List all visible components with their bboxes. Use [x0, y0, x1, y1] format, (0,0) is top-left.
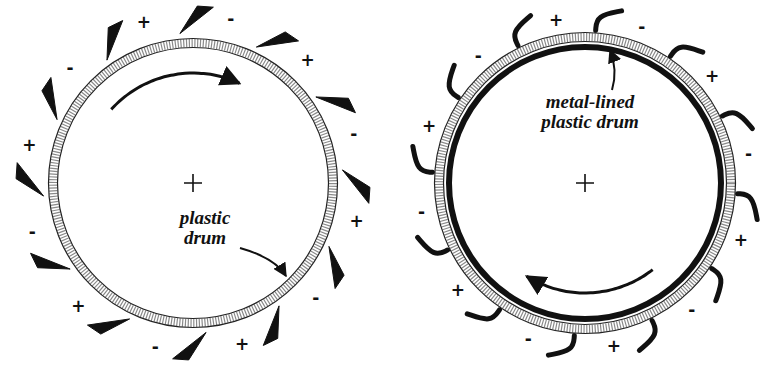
- drum-edge: [49, 39, 338, 328]
- polarity-sign: -: [67, 60, 74, 77]
- polarity-sign: +: [137, 14, 151, 31]
- polarity-sign: -: [475, 47, 482, 64]
- rotation-arrow: [527, 270, 653, 293]
- hook-electrode: [467, 310, 499, 319]
- wedge-electrode: [31, 253, 71, 269]
- polarity-sign: +: [705, 68, 719, 85]
- wedge-electrode: [342, 170, 370, 203]
- wedge-electrode: [87, 319, 129, 334]
- drum-edge: [444, 42, 727, 325]
- hook-electrode: [515, 16, 531, 46]
- rotation-arrow: [111, 73, 239, 109]
- wedge-electrode: [42, 77, 57, 119]
- polarity-sign: -: [312, 289, 319, 306]
- polarity-sign: -: [152, 338, 159, 355]
- hook-electrode: [413, 146, 433, 172]
- polarity-sign: +: [235, 335, 249, 352]
- drum-edge: [435, 33, 736, 334]
- center-mark: [184, 174, 202, 192]
- drum-label: plastic drum: [170, 208, 240, 248]
- polarity-sign: +: [549, 11, 563, 28]
- wedge-electrode: [256, 32, 298, 47]
- wedge-electrode: [173, 332, 206, 360]
- polarity-sign: -: [525, 330, 532, 347]
- hook-electrode: [418, 237, 448, 253]
- drum-label: metal-lined plastic drum: [530, 92, 650, 132]
- hook-electrode: [596, 11, 622, 31]
- polarity-sign: -: [638, 19, 645, 36]
- drum-edge: [58, 48, 329, 319]
- polarity-sign: +: [607, 338, 621, 355]
- hook-electrode: [449, 65, 458, 97]
- polarity-sign: -: [418, 203, 425, 220]
- polarity-sign: -: [227, 11, 234, 28]
- polarity-sign: -: [29, 224, 36, 241]
- center-mark: [576, 174, 594, 192]
- wedge-electrode: [263, 306, 279, 346]
- metal-lining: [449, 47, 721, 319]
- wedge-electrode: [107, 21, 123, 61]
- drum-hatching: [439, 37, 731, 329]
- polarity-sign: +: [422, 118, 436, 135]
- polarity-sign: -: [688, 302, 695, 319]
- hook-electrode: [712, 269, 721, 301]
- hook-electrode: [738, 194, 758, 220]
- polarity-sign: +: [350, 212, 364, 229]
- leader-line: [240, 248, 286, 276]
- drum-hatching: [53, 43, 333, 323]
- hook-electrode: [548, 336, 574, 356]
- polarity-sign: +: [451, 281, 465, 298]
- hook-electrode: [723, 113, 753, 129]
- polarity-sign: +: [300, 52, 314, 69]
- polarity-sign: +: [22, 137, 36, 154]
- leader-line: [610, 50, 615, 90]
- hook-electrode: [639, 321, 655, 351]
- wedge-electrode: [16, 163, 44, 196]
- polarity-sign: +: [71, 297, 85, 314]
- hook-electrode: [671, 47, 703, 56]
- polarity-sign: -: [745, 146, 752, 163]
- wedge-electrode: [180, 6, 213, 34]
- wedge-electrode: [316, 97, 356, 113]
- polarity-sign: +: [734, 231, 748, 248]
- polarity-sign: -: [350, 125, 357, 142]
- wedge-electrode: [329, 246, 344, 288]
